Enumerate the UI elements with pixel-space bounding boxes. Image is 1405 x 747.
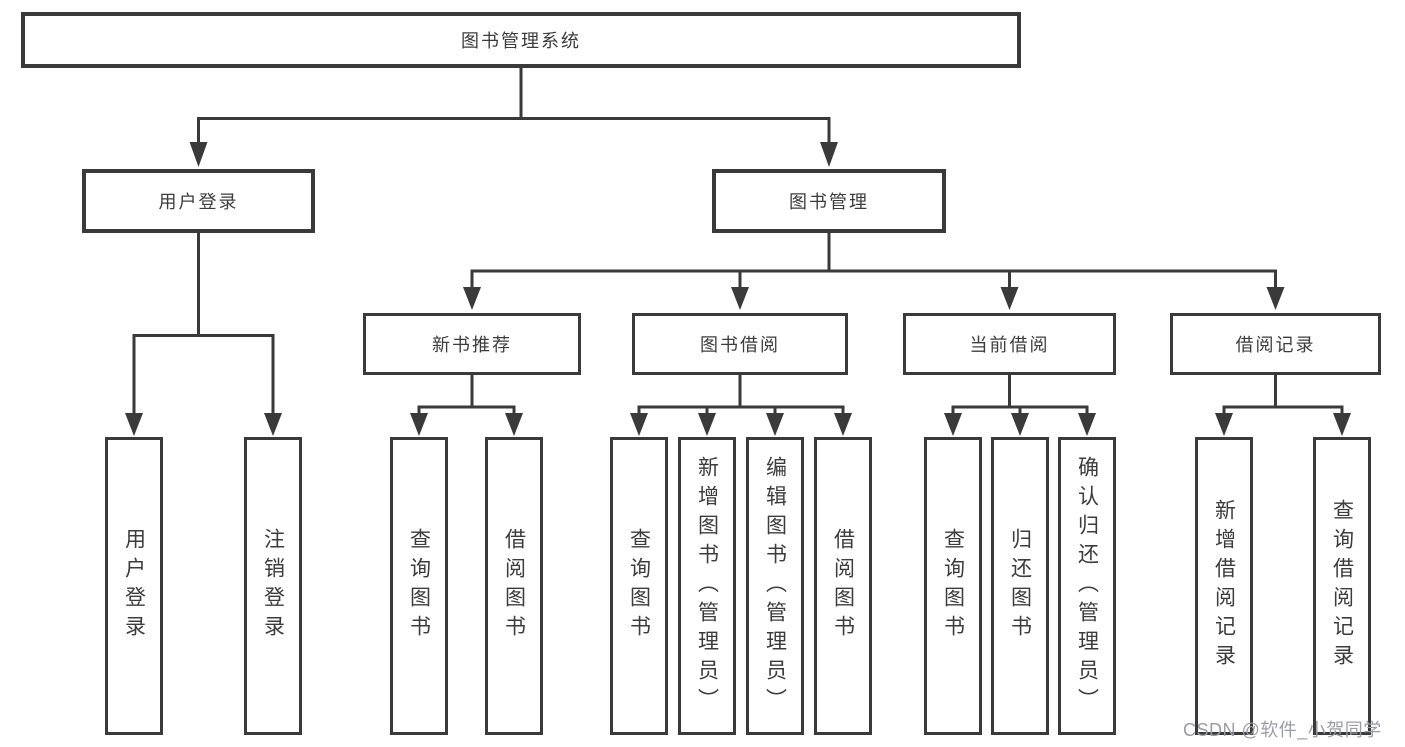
leaf-query-books-current-label: 查询图书	[941, 528, 965, 644]
connector-user-login-children	[132, 233, 275, 417]
leaf-edit-book-admin: 编辑图书（管理员）	[746, 437, 804, 735]
arrowheads-new-book-recommend-children	[410, 413, 523, 436]
node-book-management-label: 图书管理	[789, 192, 869, 212]
connector-current-borrowing-children	[951, 374, 1089, 417]
leaf-query-books-recommend: 查询图书	[390, 437, 448, 735]
node-new-book-recommend: 新书推荐	[363, 313, 581, 375]
node-current-borrowing-label: 当前借阅	[969, 335, 1050, 355]
leaf-edit-book-admin-label: 编辑图书（管理员）	[763, 455, 787, 717]
leaf-borrow-books-recommend: 借阅图书	[485, 437, 543, 735]
leaf-confirm-return-admin: 确认归还（管理员）	[1058, 437, 1116, 735]
node-user-login-label: 用户登录	[158, 192, 239, 212]
connector-borrow-records-children	[1222, 374, 1344, 417]
leaf-logout-login-label: 注销登录	[261, 528, 285, 644]
node-user-login: 用户登录	[82, 169, 315, 233]
leaf-user-login-label: 用户登录	[122, 528, 146, 644]
leaf-confirm-return-admin-label: 确认归还（管理员）	[1075, 455, 1099, 717]
node-book-management: 图书管理	[712, 169, 946, 233]
leaf-add-book-admin: 新增图书（管理员）	[678, 437, 736, 735]
node-system-root: 图书管理系统	[21, 12, 1021, 68]
arrowheads-user-login-children	[125, 413, 282, 436]
connector-new-book-recommend-children	[417, 374, 516, 417]
leaf-borrow-books-borrowing: 借阅图书	[814, 437, 872, 735]
node-book-borrowing: 图书借阅	[632, 313, 848, 375]
leaf-query-books-recommend-label: 查询图书	[407, 528, 431, 644]
connector-root-to-level1	[197, 67, 831, 146]
arrowheads-borrow-records-children	[1215, 413, 1351, 436]
csdn-watermark: CSDN @软件_小贺同学	[1183, 720, 1382, 740]
arrowheads-book-borrowing-children	[630, 413, 852, 436]
connector-book-borrowing-children	[637, 374, 845, 417]
leaf-query-books-borrowing-label: 查询图书	[627, 528, 651, 644]
leaf-logout-login: 注销登录	[244, 437, 302, 735]
leaf-add-borrow-record: 新增借阅记录	[1195, 437, 1253, 735]
leaf-borrow-books-borrowing-label: 借阅图书	[831, 528, 855, 644]
leaf-add-book-admin-label: 新增图书（管理员）	[695, 455, 719, 717]
connector-book-management-children	[470, 233, 1277, 291]
leaf-query-books-current: 查询图书	[924, 437, 982, 735]
leaf-borrow-books-recommend-label: 借阅图书	[502, 528, 526, 644]
leaf-add-borrow-record-label: 新增借阅记录	[1212, 499, 1236, 673]
leaf-query-books-borrowing: 查询图书	[610, 437, 668, 735]
arrowheads-current-borrowing-children	[944, 413, 1096, 436]
node-new-book-recommend-label: 新书推荐	[432, 335, 512, 355]
node-system-root-label: 图书管理系统	[461, 31, 581, 51]
leaf-return-book: 归还图书	[991, 437, 1049, 735]
leaf-user-login: 用户登录	[105, 437, 163, 735]
node-book-borrowing-label: 图书借阅	[700, 335, 780, 355]
leaf-query-borrow-record: 查询借阅记录	[1313, 437, 1371, 735]
leaf-query-borrow-record-label: 查询借阅记录	[1330, 499, 1354, 673]
node-borrow-records-label: 借阅记录	[1235, 335, 1316, 355]
node-borrow-records: 借阅记录	[1170, 313, 1381, 375]
arrowheads-book-management-children	[463, 287, 1285, 310]
node-current-borrowing: 当前借阅	[903, 313, 1116, 375]
leaf-return-book-label: 归还图书	[1008, 528, 1032, 644]
arrowheads-level1	[189, 142, 838, 167]
